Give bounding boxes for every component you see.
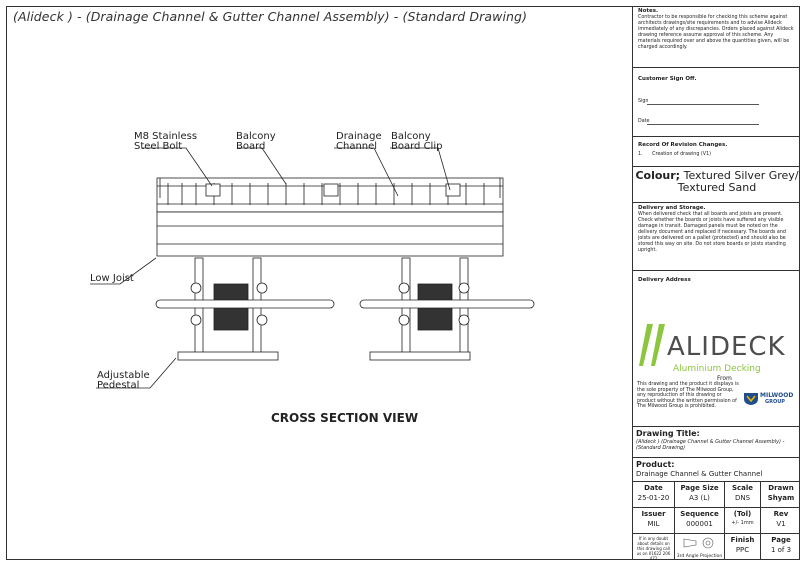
cell-tolerance: (Tol)+/- 1mm <box>725 508 761 534</box>
colour-section: Colour; Textured Silver Grey/ Textured S… <box>633 167 800 203</box>
revision-section: Record Of Revision Changes. 1. Creation … <box>633 137 800 167</box>
property-text: This drawing and the product it displays… <box>637 382 739 409</box>
third-angle-projection-icon <box>683 537 713 549</box>
milwood-logo: MILWOOD GROUP <box>743 390 799 416</box>
alideck-slash-mark-icon <box>639 324 665 366</box>
view-title: CROSS SECTION VIEW <box>271 411 419 425</box>
delivery-section: Delivery and Storage. When delivered che… <box>633 203 800 271</box>
drawing-title-section: Drawing Title: (Alideck ) (Drainage Chan… <box>633 426 800 458</box>
signoff-section: Customer Sign Off. Sign Date <box>633 68 800 137</box>
title-block-panel: Notes. Contractor to be responsible for … <box>632 6 800 561</box>
drawing-title-value: (Alideck ) (Drainage Channel & Gutter Ch… <box>636 439 785 451</box>
label-low-joist: Low Joist <box>90 273 134 284</box>
milwood-group: GROUP <box>765 399 785 405</box>
from-label: From <box>717 375 732 382</box>
notes-text: Contractor to be responsible for checkin… <box>638 15 794 50</box>
signoff-heading: Customer Sign Off. <box>638 76 697 82</box>
delivery-heading: Delivery and Storage. <box>638 205 706 211</box>
brand-subtitle: Aluminium Decking <box>673 364 761 374</box>
notes-heading: Notes. <box>638 8 659 14</box>
revision-number: 1. <box>638 152 643 157</box>
brand-name: ALIDECK <box>667 332 786 362</box>
right-pedestal <box>359 257 535 361</box>
revision-heading: Record Of Revision Changes. <box>638 142 728 148</box>
cell-contact: If in any doubt about details on this dr… <box>633 534 675 561</box>
product-section: Product: Drainage Channel & Gutter Chann… <box>633 458 800 482</box>
alideck-logo: ALIDECK Aluminium Decking <box>633 318 800 388</box>
colour-text: Colour; Textured Silver Grey/ Textured S… <box>635 169 799 194</box>
cell-projection: 3rd Angle Projection <box>675 534 725 560</box>
notes-section: Notes. Contractor to be responsible for … <box>633 6 800 68</box>
sign-line: Sign <box>633 98 800 105</box>
drawing-header-title: (Alideck ) - (Drainage Channel & Gutter … <box>13 9 528 24</box>
revision-text: Creation of drawing (V1) <box>652 152 711 157</box>
milwood-name: MILWOOD <box>760 392 794 399</box>
milwood-shield-icon <box>744 393 758 405</box>
product-value: Drainage Channel & Gutter Channel <box>636 470 763 478</box>
drawing-title-label: Drawing Title: <box>636 429 700 438</box>
delivery-text: When delivered check that all boards and… <box>638 212 786 253</box>
product-label: Product: <box>636 460 675 469</box>
address-heading: Delivery Address <box>638 277 691 283</box>
cross-section-drawing <box>90 147 535 389</box>
date-line: Date <box>633 118 800 125</box>
address-section: Delivery Address <box>633 271 800 316</box>
left-pedestal <box>155 257 335 361</box>
